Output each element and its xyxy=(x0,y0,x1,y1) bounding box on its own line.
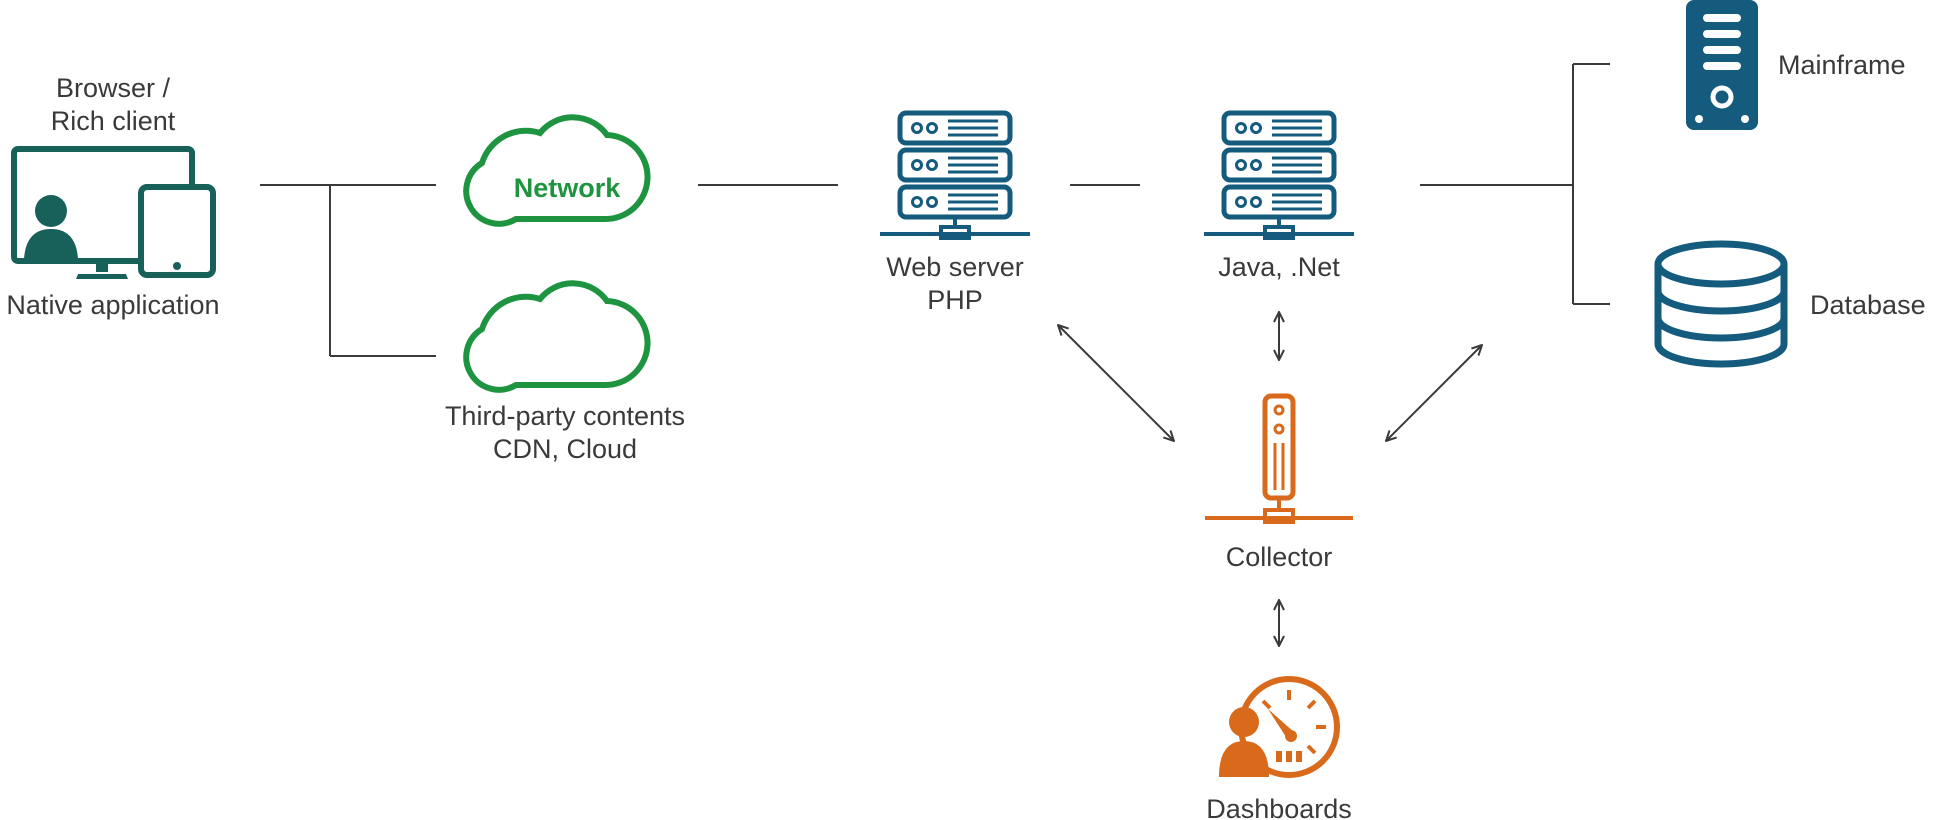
mainframe-node: Mainframe xyxy=(1686,0,1906,130)
client-label-line2: Rich client xyxy=(51,106,176,136)
tower-server-icon xyxy=(1686,0,1758,130)
database-label: Database xyxy=(1810,290,1926,320)
dashboards-node: Dashboards xyxy=(1206,676,1352,820)
arrow-backend-collector xyxy=(1386,345,1482,441)
client-label-bottom: Native application xyxy=(6,290,219,320)
dashboards-label: Dashboards xyxy=(1206,794,1352,820)
network-node: Network xyxy=(463,114,651,227)
app-server-label: Java, .Net xyxy=(1218,252,1340,282)
collector-node: Collector xyxy=(1205,393,1353,572)
server-rack-icon xyxy=(1204,110,1354,240)
network-cloud-text: Network xyxy=(514,173,622,203)
client-label-line1: Browser / xyxy=(56,73,171,103)
cloud-icon xyxy=(463,114,651,227)
third-party-label-line2: CDN, Cloud xyxy=(493,434,637,464)
web-server-node: Web server PHP xyxy=(880,110,1030,315)
client-node: Browser / Rich client Native application xyxy=(6,73,219,320)
database-node: Database xyxy=(1654,240,1926,368)
database-icon xyxy=(1654,240,1788,368)
desktop-tablet-user-icon xyxy=(11,146,216,279)
arrow-webserver-collector xyxy=(1058,325,1174,441)
mainframe-label: Mainframe xyxy=(1778,50,1906,80)
connectors xyxy=(260,63,1610,646)
web-server-label-line1: Web server xyxy=(886,252,1024,282)
third-party-node: Third-party contents CDN, Cloud xyxy=(445,280,685,464)
third-party-label-line1: Third-party contents xyxy=(445,401,685,431)
collector-icon xyxy=(1205,393,1353,524)
server-rack-icon xyxy=(880,110,1030,240)
dashboard-gauge-user-icon xyxy=(1219,676,1340,778)
app-server-node: Java, .Net xyxy=(1204,110,1354,282)
web-server-label-line2: PHP xyxy=(927,285,983,315)
collector-label: Collector xyxy=(1226,542,1333,572)
cloud-icon xyxy=(463,280,651,393)
